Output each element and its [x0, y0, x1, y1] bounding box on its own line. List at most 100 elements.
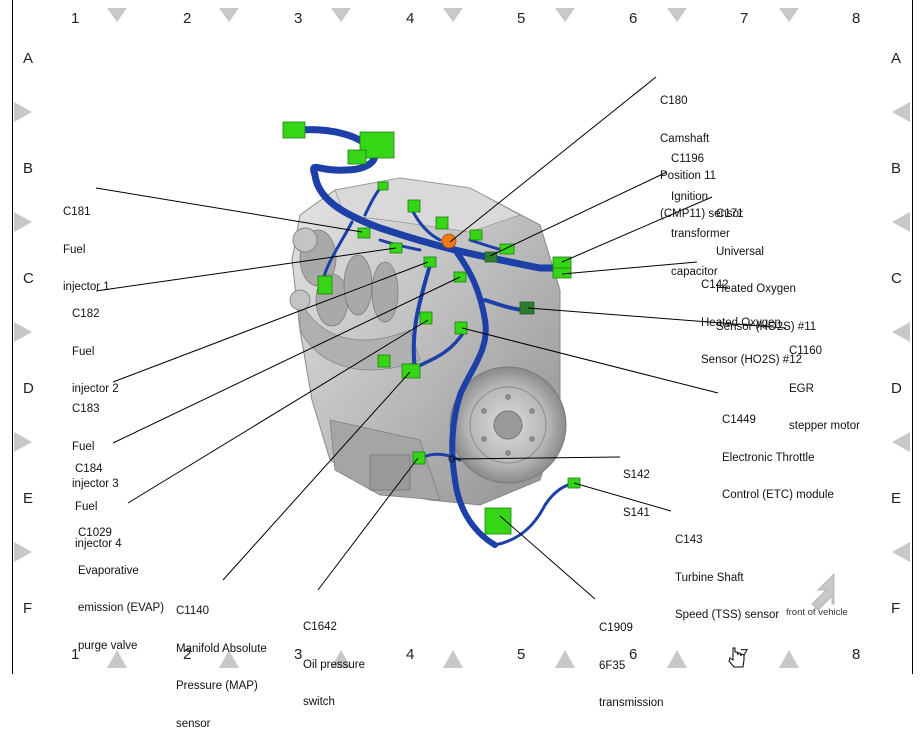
grid-col-top-8: 8 — [852, 10, 861, 27]
callout-c182-line3: injector 2 — [72, 383, 119, 395]
grid-col-bottom-3: 3 — [294, 646, 303, 663]
callout-c1196-line3: transformer — [671, 228, 730, 240]
border-triangles — [14, 8, 910, 668]
grid-row-right-c: C — [891, 270, 902, 287]
callout-c1196-line2: Ignition — [671, 190, 709, 203]
grid-col-top-1: 1 — [71, 10, 80, 27]
grid-col-top-5: 5 — [517, 10, 526, 27]
callout-c182-code: C182 — [72, 308, 100, 320]
callout-c181-line3: injector 1 — [63, 281, 110, 293]
callout-c184-line2: Fuel — [75, 500, 98, 513]
callout-c171-line4: Sensor (HO2S) #11 — [716, 320, 817, 333]
callout-c1642-line3: switch — [303, 696, 335, 708]
callout-c1642-line2: Oil pressure — [303, 658, 365, 671]
callout-c1140-line3: Pressure (MAP) — [176, 680, 258, 692]
callout-c1029-code: C1029 — [78, 527, 112, 539]
hand-cursor-icon — [728, 647, 745, 668]
callout-c1140-line4: sensor — [176, 717, 211, 730]
callout-c1449-code: C1449 — [722, 414, 756, 426]
grid-col-top-2: 2 — [183, 10, 192, 27]
callout-c180-line2: Camshaft — [660, 132, 710, 145]
grid-col-bottom-7: 7 — [740, 646, 749, 663]
front-of-vehicle-arrow-icon — [811, 573, 835, 611]
grid-col-top-6: 6 — [629, 10, 638, 27]
callout-c184-line3: injector 4 — [75, 538, 122, 550]
grid-row-left-c: C — [23, 270, 34, 287]
callout-c180-line3: Position 11 — [660, 170, 717, 182]
grid-col-bottom-6: 6 — [629, 646, 638, 663]
connectors — [282, 121, 581, 535]
callout-c1196-line4: capacitor — [671, 265, 718, 278]
callout-c1909-code: C1909 — [599, 622, 633, 634]
callout-c1140-code: C1140 — [176, 605, 210, 617]
grid-row-right-a: A — [891, 50, 902, 67]
engine-illustration — [282, 121, 581, 548]
grid-col-top-7: 7 — [740, 10, 749, 27]
callout-s142-code: S142 — [623, 469, 650, 481]
callout-c1029-line4: purge valve — [78, 639, 138, 652]
leader-lines — [95, 76, 787, 600]
callout-c184: C184 Fuel injector 4 — [75, 438, 122, 576]
callout-c180-line4: (CMP11) sensor — [660, 207, 743, 220]
grid-row-left-f: F — [23, 600, 33, 617]
callout-c182-line2: Fuel — [72, 345, 95, 358]
callout-c1449-line3: Control (ETC) module — [722, 489, 834, 501]
callout-c1029: C1029 Evaporative emission (EVAP) purge … — [78, 502, 164, 677]
callout-c142-line3: Sensor (HO2S) #12 — [701, 354, 802, 366]
callout-c1160: C1160 EGR stepper motor — [789, 320, 860, 458]
right-border — [912, 0, 913, 674]
grid-row-left-a: A — [23, 50, 34, 67]
callout-c180-code: C180 — [660, 95, 688, 107]
grid-col-bottom-2: 2 — [183, 646, 192, 663]
callout-c182: C182 Fuel injector 2 — [72, 283, 119, 421]
callout-c183-code: C183 — [72, 403, 100, 415]
callout-c180: C180 Camshaft Position 11 (CMP11) sensor — [660, 70, 743, 245]
grid-row-left-e: E — [23, 490, 34, 507]
callout-c171: C171 Universal Heated Oxygen Sensor (HO2… — [716, 183, 816, 358]
callout-c1160-line3: stepper motor — [789, 420, 860, 432]
callout-c171-line3: Heated Oxygen — [716, 283, 796, 295]
grid-col-bottom-1: 1 — [71, 646, 80, 663]
grid-row-left-b: B — [23, 160, 34, 177]
callout-c171-code: C171 — [716, 208, 744, 220]
callout-c1140-line2: Manifold Absolute — [176, 642, 267, 655]
callout-c1909-line2: 6F35 — [599, 659, 626, 672]
left-border — [12, 0, 13, 674]
callout-c142: C142 Heated Oxygen Sensor (HO2S) #12 — [701, 254, 802, 392]
grid-col-top-4: 4 — [406, 10, 415, 27]
diagram-frame: 1 2 3 4 5 6 7 8 1 2 3 4 5 6 7 8 A B C D … — [12, 0, 913, 730]
callout-c184-code: C184 — [75, 463, 103, 475]
callout-c171-line2: Universal — [716, 245, 764, 258]
grid-row-right-d: D — [891, 380, 902, 397]
callout-s141-code: S141 — [623, 506, 650, 519]
callout-c143: C143 Turbine Shaft Speed (TSS) sensor — [675, 509, 779, 647]
grid-col-bottom-5: 5 — [517, 646, 526, 663]
grid-col-top-3: 3 — [294, 10, 303, 27]
callout-c181-code: C181 — [63, 206, 91, 218]
grid-col-bottom-8: 8 — [852, 646, 861, 663]
callout-c1449: C1449 Electronic Throttle Control (ETC) … — [722, 389, 834, 527]
callout-c1196: C1196 Ignition transformer capacitor — [671, 128, 730, 303]
callout-c1160-code: C1160 — [789, 345, 823, 357]
callout-c1160-line2: EGR — [789, 382, 814, 395]
callout-c181-line2: Fuel — [63, 243, 86, 256]
callout-c1029-line3: emission (EVAP) — [78, 602, 165, 614]
grid-row-left-d: D — [23, 380, 34, 397]
callout-c1449-line2: Electronic Throttle — [722, 451, 815, 464]
callout-c143-line3: Speed (TSS) sensor — [675, 609, 780, 621]
callout-c1909-line3: transmission — [599, 697, 664, 709]
callout-c143-line2: Turbine Shaft — [675, 571, 744, 584]
callout-c183: C183 Fuel injector 3 — [72, 378, 119, 516]
grid-row-right-e: E — [891, 490, 902, 507]
callout-c183-line3: injector 3 — [72, 478, 119, 490]
callout-c1029-line2: Evaporative — [78, 564, 139, 577]
callout-c143-code: C143 — [675, 534, 703, 546]
grid-row-right-f: F — [891, 600, 901, 617]
grid-row-right-b: B — [891, 160, 902, 177]
callout-c142-line2: Heated Oxygen — [701, 316, 781, 329]
callout-s142: S142 S141 — [623, 444, 650, 544]
callout-c142-code: C142 — [701, 279, 729, 291]
callout-c181: C181 Fuel injector 1 — [63, 181, 110, 319]
front-of-vehicle-label: front of vehicle — [786, 607, 848, 618]
callout-c1196-code: C1196 — [671, 153, 705, 165]
